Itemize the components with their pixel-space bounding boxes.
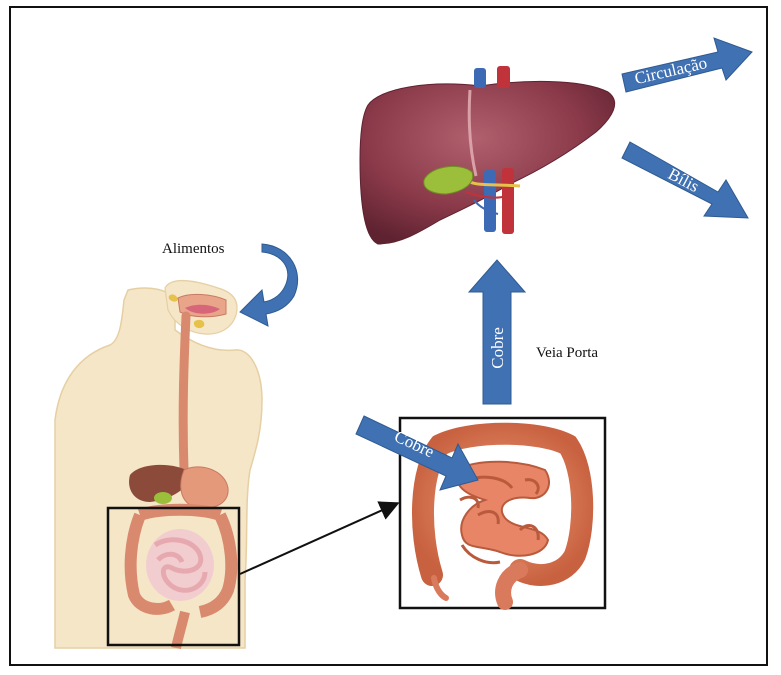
- cobre-up-arrow: Cobre: [469, 260, 525, 404]
- aorta-top: [497, 66, 510, 88]
- alimentos-label: Alimentos: [162, 241, 225, 257]
- veia-porta-label: Veia Porta: [536, 345, 598, 361]
- zoom-connector-arrow: [240, 504, 396, 574]
- liver-illustration: [360, 66, 615, 244]
- circulacao-arrow: Circulação: [622, 38, 752, 92]
- vena-cava-bottom: [484, 170, 496, 232]
- alimentos-curved-arrow: [240, 244, 298, 326]
- cobre-vertical-label: Cobre: [488, 327, 507, 369]
- body-gallbladder: [154, 492, 172, 504]
- circulacao-label: Circulação: [633, 53, 709, 88]
- esophagus: [183, 316, 186, 470]
- bilis-arrow: Bílis: [622, 142, 748, 218]
- aorta-bottom: [502, 168, 514, 234]
- human-body-illustration: [55, 281, 262, 648]
- vena-cava-top: [474, 68, 486, 88]
